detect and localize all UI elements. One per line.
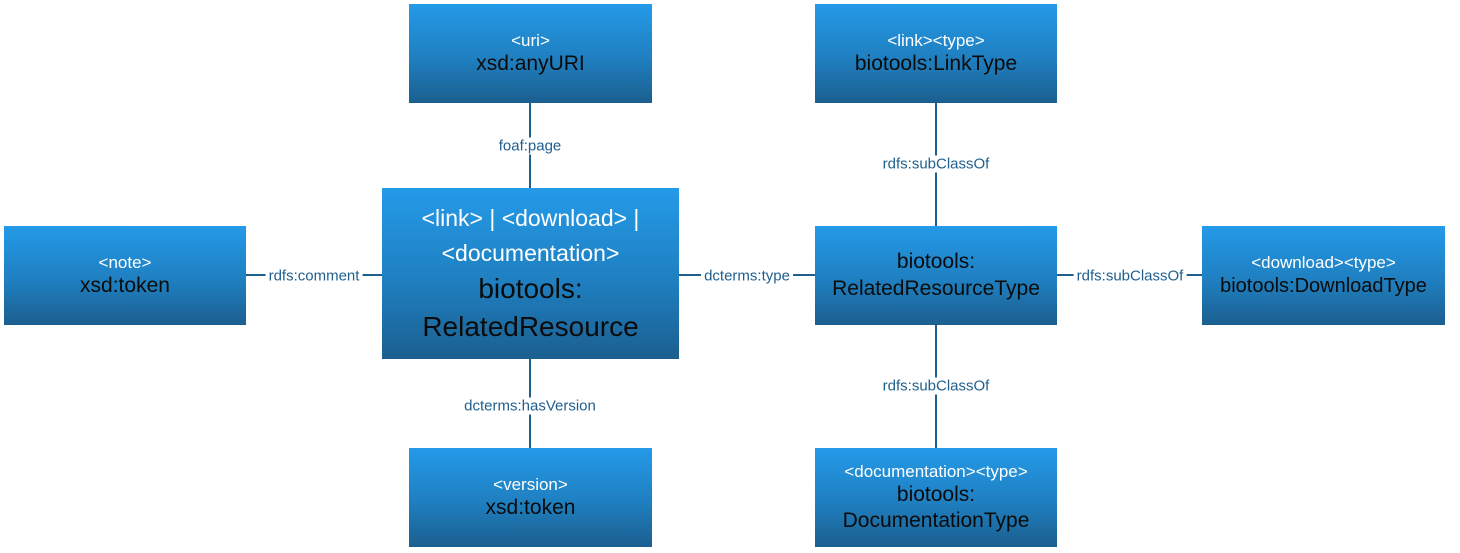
node-related-resource: <link> | <download> | <documentation> bi… (382, 188, 679, 359)
node-version: <version> xsd:token (409, 448, 652, 547)
node-documentation-type: <documentation><type> biotools: Document… (815, 448, 1057, 547)
node-tag: <note> (98, 252, 152, 272)
node-name: biotools:DownloadType (1220, 274, 1427, 297)
node-name-line2: RelatedResourceType (832, 276, 1040, 300)
node-tag: <documentation><type> (844, 461, 1028, 481)
edge-label-rdfs-comment: rdfs:comment (265, 267, 363, 285)
edge-label-subclass-link: rdfs:subClassOf (879, 155, 993, 173)
node-tag: <link><type> (887, 30, 985, 50)
node-name: xsd:token (80, 274, 170, 297)
node-tag: <uri> (511, 30, 550, 50)
node-note: <note> xsd:token (4, 226, 246, 325)
edge-label-subclass-documentation: rdfs:subClassOf (879, 377, 993, 395)
node-tag: <version> (493, 474, 568, 494)
node-download-type: <download><type> biotools:DownloadType (1202, 226, 1445, 325)
node-linktype: <link><type> biotools:LinkType (815, 4, 1057, 103)
node-uri: <uri> xsd:anyURI (409, 4, 652, 103)
node-name-line2: RelatedResource (422, 311, 639, 342)
node-tag: <download><type> (1251, 253, 1396, 273)
edge-label-dcterms-type: dcterms:type (701, 267, 793, 285)
node-name-line2: DocumentationType (842, 509, 1030, 533)
node-name-line1: biotools: (896, 482, 976, 506)
node-tag-line1: <link> | <download> | (421, 205, 640, 232)
node-related-resource-type: biotools: RelatedResourceType (815, 226, 1057, 325)
node-name: biotools:LinkType (854, 52, 1018, 75)
node-name-line1: biotools: (896, 250, 976, 274)
node-name: xsd:token (485, 496, 576, 519)
edge-label-subclass-download: rdfs:subClassOf (1073, 267, 1187, 285)
edge-label-dcterms-hasversion: dcterms:hasVersion (461, 397, 599, 415)
node-name-line1: biotools: (478, 273, 583, 305)
edge-label-foaf-page: foaf:page (495, 137, 565, 155)
node-name: xsd:anyURI (476, 52, 585, 75)
node-tag-line2: <documentation> (441, 239, 620, 266)
